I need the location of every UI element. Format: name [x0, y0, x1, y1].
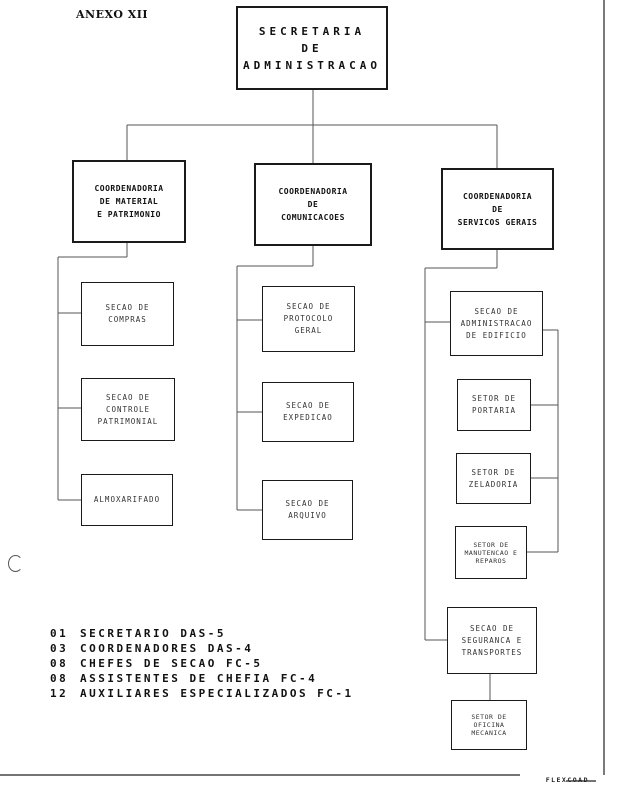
box-line: COORDENADORIA	[278, 187, 348, 196]
box-line: COORDENADORIA	[94, 184, 164, 193]
box-secao-seguranca-transportes: SECAO DE SEGURANCA E TRANSPORTES	[447, 607, 537, 674]
box-line: PORTARIA	[471, 406, 517, 415]
box-line: GERAL	[294, 326, 323, 335]
box-line: SECAO DE	[474, 306, 519, 316]
box-secao-protocolo-geral: SECAO DE PROTOCOLO GERAL	[262, 286, 355, 352]
box-line: DE	[301, 41, 323, 55]
box-line: ZELADORIA	[468, 479, 519, 489]
legend-row: 03 COORDENADORES DAS-4	[50, 641, 354, 656]
binder-hole-mark	[8, 555, 23, 572]
legend-qty: 03	[50, 642, 69, 655]
box-secretaria-administracao: SECRETARIA DE ADMINISTRACAO	[236, 6, 388, 90]
box-line: SECRETARIA	[258, 24, 366, 38]
box-line: ALMOXARIFADO	[93, 495, 161, 504]
legend-qty: 12	[50, 687, 69, 700]
box-line: SETOR DE	[471, 467, 516, 477]
annex-title: ANEXO XII	[76, 8, 149, 21]
box-line: DE	[307, 200, 319, 209]
box-line: ADMINISTRACAO	[460, 318, 533, 328]
box-line: COMUNICACOES	[281, 213, 345, 222]
box-line: ADMINISTRACAO	[242, 58, 382, 72]
box-line: COMPRAS	[108, 315, 147, 324]
box-coordenadoria-comunicacoes: COORDENADORIA DE COMUNICACOES	[254, 163, 372, 246]
legend-row: 08 ASSISTENTES DE CHEFIA FC-4	[50, 671, 354, 686]
box-line: PATRIMONIAL	[97, 416, 159, 426]
box-line: SETOR DE	[473, 540, 509, 549]
box-line: SECAO DE	[105, 303, 150, 312]
box-line: SECAO DE	[285, 499, 330, 508]
box-secao-arquivo: SECAO DE ARQUIVO	[262, 480, 353, 540]
box-line: COORDENADORIA	[462, 191, 533, 201]
box-setor-oficina-mecanica: SETOR DE OFICINA MECANICA	[451, 700, 527, 750]
box-setor-zeladoria: SETOR DE ZELADORIA	[456, 453, 531, 504]
box-line: MECANICA	[471, 729, 507, 737]
box-secao-compras: SECAO DE COMPRAS	[81, 282, 174, 346]
staff-legend: 01 SECRETARIO DAS-5 03 COORDENADORES DAS…	[50, 626, 354, 701]
box-line: MANUTENCAO E	[464, 548, 518, 557]
legend-row: 01 SECRETARIO DAS-5	[50, 626, 354, 641]
box-line: SECAO DE	[105, 392, 151, 402]
box-secao-administracao-edificio: SECAO DE ADMINISTRACAO DE EDIFICIO	[450, 291, 543, 356]
box-line: SETOR DE	[471, 394, 517, 403]
box-line: SEGURANCA E	[461, 635, 523, 645]
box-setor-manutencao-reparos: SETOR DE MANUTENCAO E REPAROS	[455, 526, 527, 579]
box-line: PROTOCOLO	[283, 314, 334, 323]
box-line: DE	[492, 204, 503, 214]
box-coordenadoria-material-patrimonio: COORDENADORIA DE MATERIAL E PATRIMONIO	[72, 160, 186, 243]
box-line: SETOR DE	[471, 713, 507, 721]
legend-text: CHEFES DE SECAO FC-5	[80, 657, 263, 670]
legend-qty: 08	[50, 672, 69, 685]
legend-text: SECRETARIO DAS-5	[80, 627, 226, 640]
legend-text: AUXILIARES ESPECIALIZADOS FC-1	[80, 687, 354, 700]
box-line: EXPEDICAO	[283, 413, 333, 422]
legend-text: COORDENADORES DAS-4	[80, 642, 254, 655]
box-line: SECAO DE	[469, 623, 515, 633]
box-line: DE MATERIAL	[99, 197, 159, 206]
box-line: OFICINA	[473, 721, 505, 729]
box-line: SERVICOS GERAIS	[457, 217, 538, 227]
box-line: SECAO DE	[286, 302, 331, 311]
box-coordenadoria-servicos-gerais: COORDENADORIA DE SERVICOS GERAIS	[441, 168, 554, 250]
box-line: DE EDIFICIO	[466, 330, 527, 340]
box-setor-portaria: SETOR DE PORTARIA	[457, 379, 531, 431]
legend-qty: 08	[50, 657, 69, 670]
legend-row: 12 AUXILIARES ESPECIALIZADOS FC-1	[50, 686, 354, 701]
box-line: REPAROS	[475, 556, 507, 565]
box-line: SECAO DE	[285, 401, 331, 410]
footer-stamp: FLEXCOAD	[545, 776, 589, 784]
legend-row: 08 CHEFES DE SECAO FC-5	[50, 656, 354, 671]
box-line: CONTROLE	[105, 404, 151, 414]
box-secao-expedicao: SECAO DE EXPEDICAO	[262, 382, 354, 442]
box-line: ARQUIVO	[288, 511, 327, 520]
box-line: E PATRIMONIO	[97, 210, 161, 219]
box-secao-controle-patrimonial: SECAO DE CONTROLE PATRIMONIAL	[81, 378, 175, 441]
box-line: TRANSPORTES	[461, 647, 523, 657]
legend-text: ASSISTENTES DE CHEFIA FC-4	[80, 672, 318, 685]
box-almoxarifado: ALMOXARIFADO	[81, 474, 173, 526]
legend-qty: 01	[50, 627, 69, 640]
